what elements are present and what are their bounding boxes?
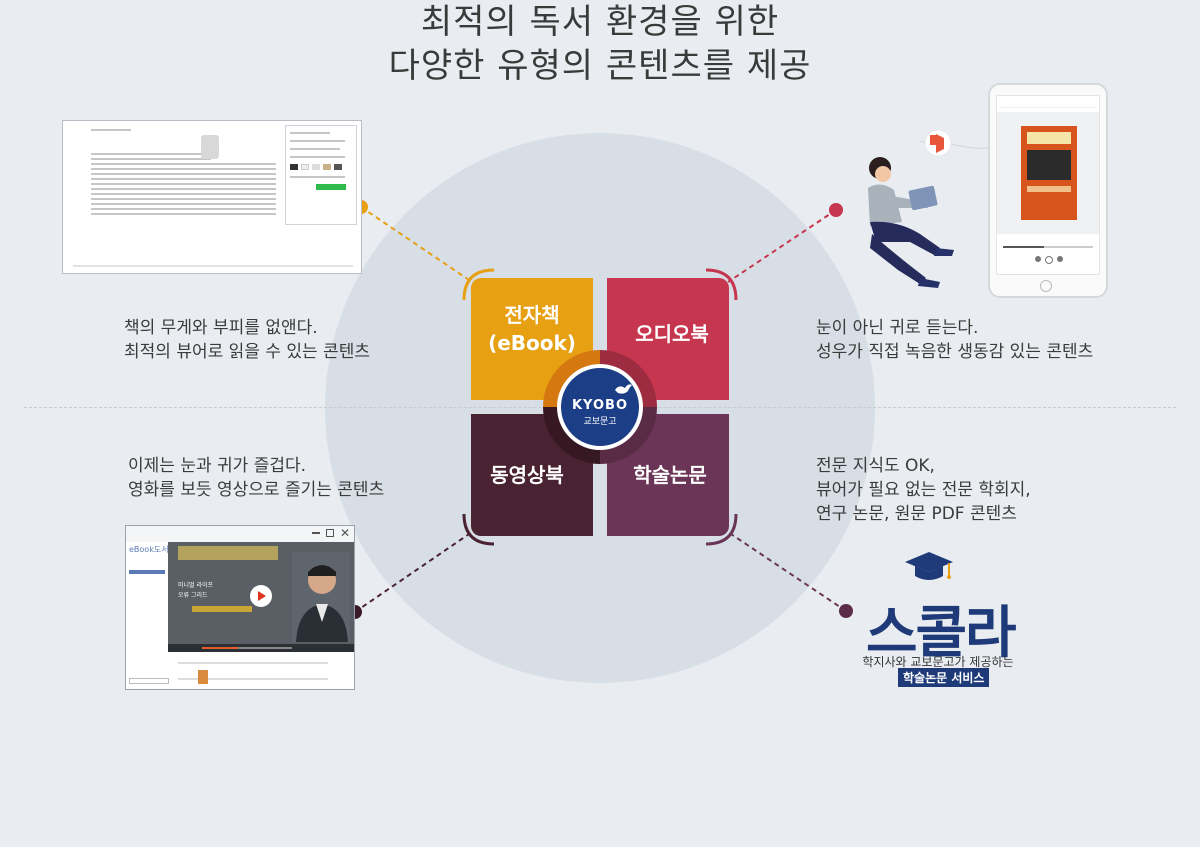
connector-ebook <box>360 206 473 283</box>
progress-track <box>1003 246 1093 248</box>
page-title-line-1: 최적의 독서 환경을 위한 <box>420 2 780 42</box>
connector-videobook <box>354 531 473 613</box>
video-player: 미니멀 라이프 오류 그리드 <box>168 542 354 652</box>
desc-ebook-line: 최적의 뷰어로 읽을 수 있는 콘텐츠 <box>124 342 370 362</box>
home-button-icon <box>1040 280 1052 292</box>
tile-paper: 학술논문 <box>607 414 729 536</box>
listener-illustration <box>868 130 954 288</box>
lecture-title: 미니멀 라이프 <box>178 582 214 589</box>
desc-videobook-line: 영화를 보듯 영상으로 즐기는 콘텐츠 <box>128 480 385 500</box>
desc-ebook: 책의 무게와 부피를 없앤다. 최적의 뷰어로 읽을 수 있는 콘텐츠 <box>124 316 370 364</box>
desc-paper-line: 뷰어가 필요 없는 전문 학회지, <box>816 480 1031 500</box>
tablet-header <box>1001 100 1097 108</box>
dot-paper <box>839 604 853 618</box>
tile-ebook-label-1: 전자책 <box>504 303 560 327</box>
bird-icon <box>615 384 632 394</box>
ebook-viewer-screenshot <box>62 120 362 274</box>
tablet-audiobook-player <box>988 83 1108 298</box>
connector-paper <box>727 531 847 612</box>
bracket-ebook <box>462 268 495 301</box>
desc-ebook-line: 책의 무게와 부피를 없앤다. <box>124 318 318 338</box>
scholar-logo-text: 스콜라 <box>866 601 1017 666</box>
illustration-icon <box>201 135 219 159</box>
maximize-icon <box>326 529 334 537</box>
video-controls <box>168 644 354 652</box>
lecturer-image <box>292 552 350 642</box>
book-cover <box>1021 126 1077 220</box>
logo-subtext: 교보문고 <box>583 416 617 427</box>
apply-button-icon <box>316 184 346 190</box>
desc-audiobook-line: 눈이 아닌 귀로 듣는다. <box>816 318 979 338</box>
desc-audiobook: 눈이 아닌 귀로 듣는다. 성우가 직접 녹음한 생동감 있는 콘텐츠 <box>816 316 1093 364</box>
ebook-page-text <box>71 129 276 259</box>
app-titlebar: ✕ <box>126 526 354 542</box>
desc-paper-line: 연구 논문, 원문 PDF 콘텐츠 <box>816 504 1017 524</box>
graduation-cap-icon <box>905 552 953 580</box>
bracket-paper <box>705 513 738 546</box>
close-icon: ✕ <box>339 526 350 540</box>
tile-audiobook-label: 오디오북 <box>635 322 709 346</box>
desc-videobook-line: 이제는 눈과 귀가 즐겁다. <box>128 456 307 476</box>
play-icon <box>258 591 266 601</box>
dot-audiobook <box>829 203 843 217</box>
minimize-icon <box>312 532 320 534</box>
connector-audiobook <box>727 209 837 283</box>
page-title-line-2: 다양한 유형의 콘텐츠를 제공 <box>388 46 812 86</box>
tile-paper-label: 학술논문 <box>633 463 707 487</box>
play-button[interactable] <box>250 585 272 607</box>
logo-text: KYOBO <box>571 397 629 413</box>
bracket-audiobook <box>705 268 738 301</box>
tile-videobook-label: 동영상북 <box>490 463 564 487</box>
lecture-list <box>168 656 354 686</box>
scholar-badge: 학술논문 서비스 <box>898 668 990 687</box>
player-controls <box>1035 256 1063 264</box>
desc-paper: 전문 지식도 OK, 뷰어가 필요 없는 전문 학회지, 연구 논문, 원문 P… <box>816 454 1031 526</box>
scholar-tagline: 학지사와 교보문고가 제공하는 <box>862 655 1014 669</box>
kyobo-logo: KYOBO 교보문고 <box>557 364 643 450</box>
app-brand: eBook도서관 <box>129 545 176 554</box>
bracket-videobook <box>462 513 495 546</box>
tablet-screen <box>996 95 1100 275</box>
desc-videobook: 이제는 눈과 귀가 즐겁다. 영화를 보듯 영상으로 즐기는 콘텐츠 <box>128 454 384 502</box>
tile-ebook-label-2: (eBook) <box>488 331 576 355</box>
desc-audiobook-line: 성우가 직접 녹음한 생동감 있는 콘텐츠 <box>816 342 1094 362</box>
viewer-settings-panel <box>285 125 357 225</box>
desc-paper-line: 전문 지식도 OK, <box>816 456 935 476</box>
lecture-subtitle: 오류 그리드 <box>178 592 208 599</box>
videobook-app-screenshot: ✕ eBook도서관 미니멀 라이프 오류 그리드 <box>125 525 355 690</box>
